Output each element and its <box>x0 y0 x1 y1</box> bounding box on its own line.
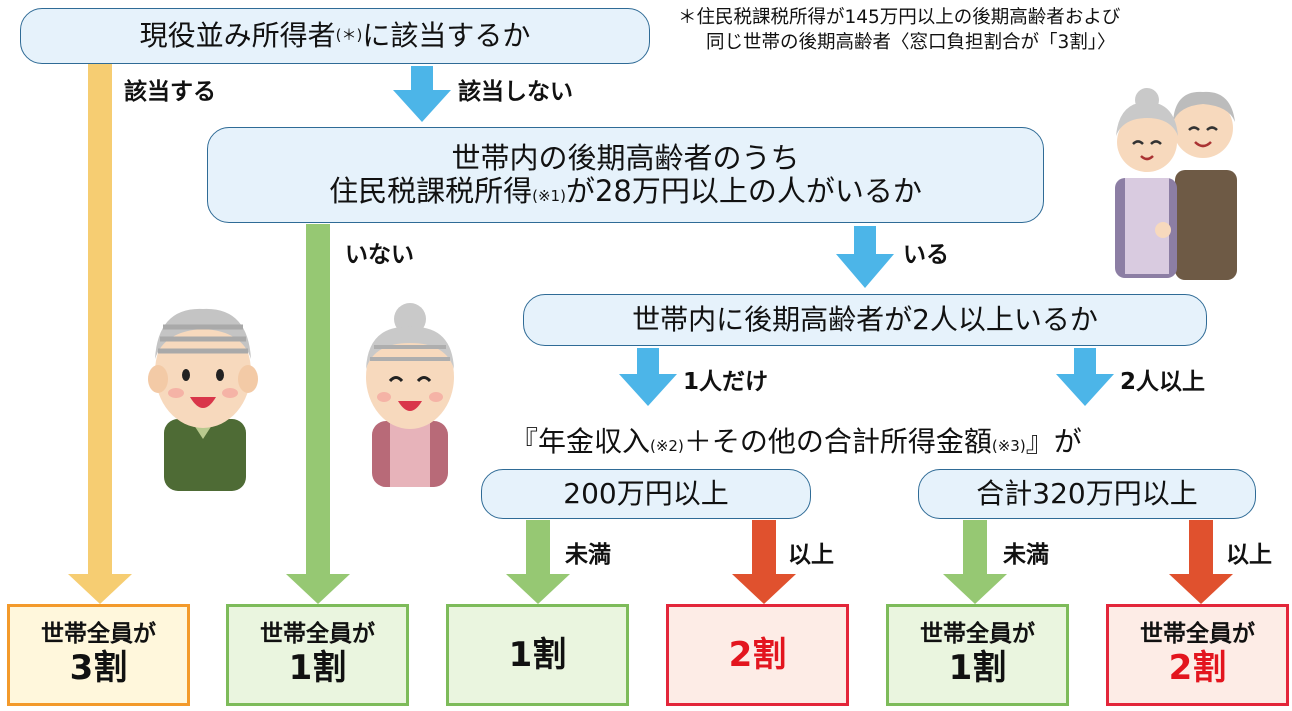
q2-line-2a: 住民税課税所得 <box>329 174 533 208</box>
formula-c: 』が <box>1025 425 1082 458</box>
arrow-q2-yes <box>836 226 894 288</box>
result-2-top: 世帯全員が <box>260 620 375 647</box>
label-single-over: 以上 <box>788 542 834 568</box>
q2-line-2b: が28万円以上の人がいるか <box>565 174 922 208</box>
arrow-q3-one <box>619 348 677 406</box>
elderly-man-illustration <box>148 308 258 491</box>
result-5: 世帯全員が 1割 <box>886 604 1069 706</box>
formula-mark-2: (※3) <box>991 437 1026 455</box>
arrow-couple-over <box>1169 520 1233 604</box>
threshold-couple: 合計320万円以上 <box>918 469 1256 519</box>
result-6-top: 世帯全員が <box>1140 620 1255 647</box>
result-3: 1割 <box>446 604 629 706</box>
arrow-green-none <box>286 224 350 604</box>
arrow-q1-no <box>393 66 451 122</box>
result-1-top: 世帯全員が <box>41 620 156 647</box>
elderly-couple-illustration <box>1115 88 1237 280</box>
formula-a: 『年金収入 <box>510 425 651 458</box>
arrow-single-over <box>732 520 796 604</box>
label-single-under: 未満 <box>565 542 611 568</box>
question-2: 世帯内の後期高齢者のうち 住民税課税所得(※1)が28万円以上の人がいるか <box>207 127 1044 223</box>
footnote: ＊住民税課税所得が145万円以上の後期高齢者および 同じ世帯の後期高齢者〈窓口負… <box>678 6 1278 56</box>
q1-mark: (＊) <box>335 26 363 45</box>
result-2: 世帯全員が 1割 <box>226 604 409 706</box>
label-q2-yes: いる <box>903 242 949 268</box>
arrow-single-under <box>506 520 570 604</box>
question-3: 世帯内に後期高齢者が2人以上いるか <box>523 294 1207 346</box>
q2-line-2: 住民税課税所得(※1)が28万円以上の人がいるか <box>329 174 922 208</box>
label-q3-one: 1人だけ <box>683 369 769 395</box>
q1-suffix: に該当するか <box>362 18 531 52</box>
question-1: 現役並み所得者(＊)に該当するか <box>20 8 650 64</box>
formula-b: ＋その他の合計所得金額 <box>683 425 992 458</box>
label-q3-two: 2人以上 <box>1120 369 1206 395</box>
arrow-couple-under <box>943 520 1007 604</box>
result-4-rate: 2割 <box>728 634 787 675</box>
footnote-line-1: ＊住民税課税所得が145万円以上の後期高齢者および <box>678 7 1121 28</box>
label-couple-over: 以上 <box>1226 542 1272 568</box>
label-couple-under: 未満 <box>1003 542 1049 568</box>
result-5-rate: 1割 <box>948 648 1007 689</box>
label-q1-no: 該当しない <box>458 79 573 105</box>
threshold-single: 200万円以上 <box>481 469 811 519</box>
result-5-top: 世帯全員が <box>920 620 1035 647</box>
income-formula: 『年金収入(※2)＋その他の合計所得金額(※3)』が <box>510 420 1082 460</box>
result-2-rate: 1割 <box>288 648 347 689</box>
footnote-line-2: 同じ世帯の後期高齢者〈窓口負担割合が「3割」〉 <box>706 31 1116 53</box>
label-q2-no: いない <box>345 242 414 268</box>
q2-line-1: 世帯内の後期高齢者のうち <box>451 140 800 175</box>
formula-mark-1: (※2) <box>650 437 684 455</box>
result-1-rate: 3割 <box>69 648 128 689</box>
result-6-rate: 2割 <box>1168 648 1227 689</box>
elderly-woman-illustration <box>366 303 454 487</box>
result-1: 世帯全員が 3割 <box>7 604 190 706</box>
q1-text: 現役並み所得者 <box>139 18 336 52</box>
q2-mark: (※1) <box>532 187 566 205</box>
result-4: 2割 <box>666 604 849 706</box>
arrow-yellow <box>68 64 132 604</box>
result-6: 世帯全員が 2割 <box>1106 604 1289 706</box>
result-3-rate: 1割 <box>508 634 567 675</box>
arrow-q3-two <box>1056 348 1114 406</box>
label-q1-yes: 該当する <box>124 79 216 105</box>
